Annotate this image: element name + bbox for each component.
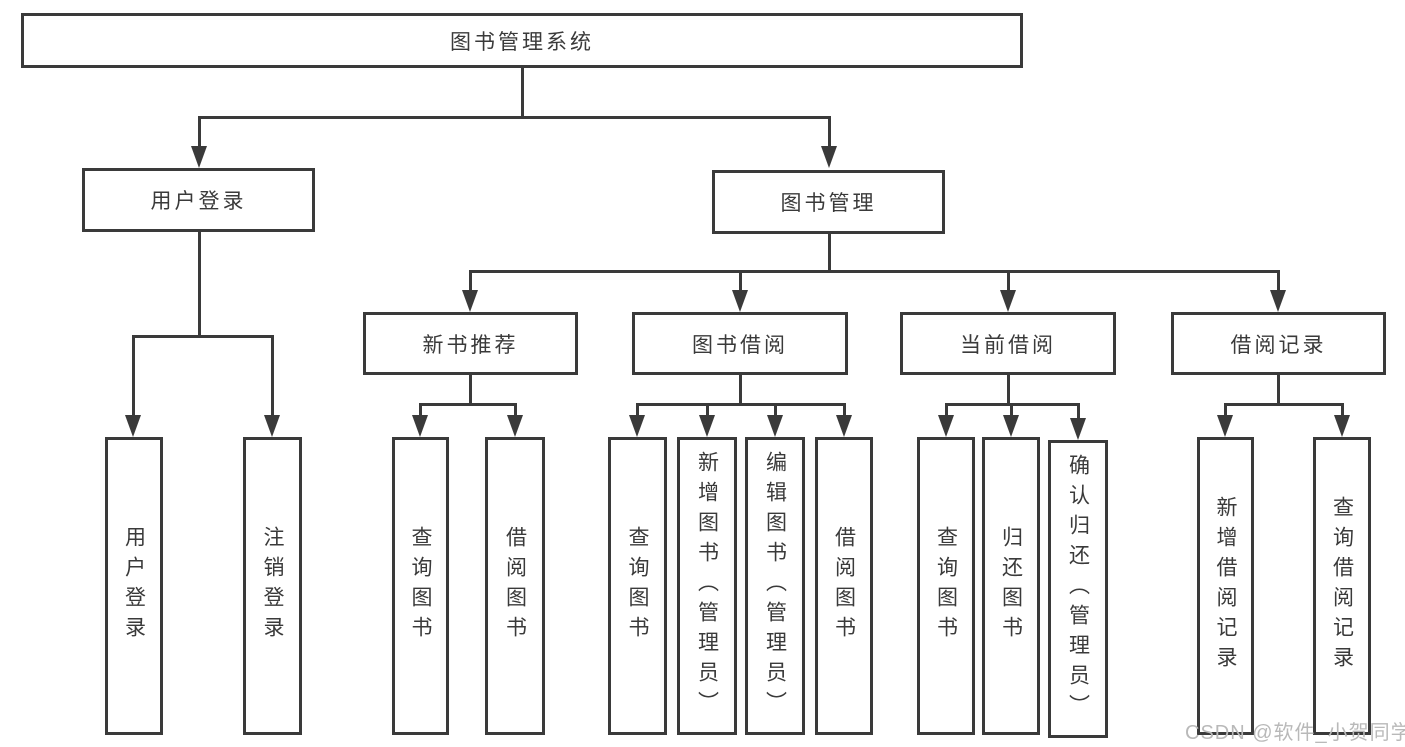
connector-line [1340,403,1344,417]
node-book-management: 图书管理 [712,170,945,234]
node-new-book-recommend-label: 新书推荐 [422,333,519,357]
connector-arrow [1270,290,1286,312]
leaf-edit-books-admin-label: 编辑图书（管理员） [763,451,787,721]
connector-arrow [732,290,748,312]
connector-arrow [412,415,428,437]
connector-line [635,403,846,406]
connector-line [773,403,777,417]
connector-arrow [462,290,478,312]
connector-line [520,66,524,118]
watermark: CSDN @软件_小贺同学 [1185,722,1405,744]
leaf-logout-login-label: 注销登录 [261,526,284,646]
connector-arrow [507,415,523,437]
connector-line [131,335,135,417]
connector-line [1006,270,1010,292]
connector-arrow [821,146,837,168]
leaf-query-books-1-label: 查询图书 [409,526,432,646]
connector-line [418,403,517,406]
node-borrow-records: 借阅记录 [1171,312,1386,375]
connector-line [1076,403,1080,420]
node-root: 图书管理系统 [21,13,1023,68]
leaf-add-books-admin: 新增图书（管理员） [677,437,737,735]
leaf-query-borrow-record-label: 查询借阅记录 [1330,496,1354,676]
connector-line [418,403,422,417]
node-borrow-records-label: 借阅记录 [1230,333,1327,357]
leaf-confirm-return-admin: 确认归还（管理员） [1048,440,1108,738]
leaf-query-books-1: 查询图书 [392,437,449,735]
connector-line [468,270,472,292]
connector-line [738,270,742,292]
connector-arrow [191,146,207,168]
node-book-borrow-label: 图书借阅 [692,333,788,357]
leaf-return-books: 归还图书 [982,437,1040,735]
connector-line [131,335,274,338]
leaf-borrow-books-1-label: 借阅图书 [503,526,527,646]
leaf-query-books-3: 查询图书 [917,437,975,735]
leaf-add-borrow-record: 新增借阅记录 [1197,437,1254,735]
leaf-borrow-books-2-label: 借阅图书 [832,526,856,646]
connector-arrow [1000,290,1016,312]
connector-line [468,373,472,406]
node-current-borrow: 当前借阅 [900,312,1116,375]
connector-line [842,403,846,417]
connector-arrow [264,415,280,437]
node-user-login: 用户登录 [82,168,315,232]
leaf-user-login: 用户登录 [105,437,163,735]
connector-line [1276,373,1280,406]
leaf-query-books-2-label: 查询图书 [626,526,649,646]
connector-line [197,116,831,119]
connector-arrow [836,415,852,437]
node-book-management-label: 图书管理 [780,192,877,215]
connector-line [738,373,742,406]
connector-arrow [699,415,715,437]
leaf-query-books-2: 查询图书 [608,437,667,735]
connector-arrow [629,415,645,437]
leaf-user-login-label: 用户登录 [122,526,146,646]
leaf-borrow-books-2: 借阅图书 [815,437,873,735]
leaf-borrow-books-1: 借阅图书 [485,437,545,735]
connector-line [1276,270,1280,292]
connector-line [197,116,201,148]
connector-line [1006,373,1010,406]
node-root-label: 图书管理系统 [450,30,594,54]
connector-line [705,403,709,417]
connector-line [827,232,831,273]
node-user-login-label: 用户登录 [150,190,247,213]
leaf-add-books-admin-label: 新增图书（管理员） [695,451,719,721]
connector-arrow [1334,415,1350,437]
node-new-book-recommend: 新书推荐 [363,312,578,375]
leaf-query-borrow-record: 查询借阅记录 [1313,437,1371,735]
connector-line [944,403,948,417]
connector-arrow [767,415,783,437]
connector-arrow [938,415,954,437]
node-current-borrow-label: 当前借阅 [960,333,1056,357]
connector-arrow [1003,415,1019,437]
connector-line [1223,403,1344,406]
leaf-return-books-label: 归还图书 [999,526,1023,646]
connector-arrow [1217,415,1233,437]
leaf-query-books-3-label: 查询图书 [934,526,958,646]
connector-line [1223,403,1227,417]
leaf-logout-login: 注销登录 [243,437,302,735]
connector-line [827,116,831,148]
node-book-borrow: 图书借阅 [632,312,848,375]
connector-line [1009,403,1013,417]
connector-line [635,403,639,417]
connector-line [197,230,201,337]
connector-line [270,335,274,417]
connector-line [468,270,1280,273]
connector-arrow [125,415,141,437]
connector-arrow [1070,418,1086,440]
connector-line [513,403,517,417]
leaf-confirm-return-admin-label: 确认归还（管理员） [1066,454,1090,724]
leaf-add-borrow-record-label: 新增借阅记录 [1214,496,1237,676]
leaf-edit-books-admin: 编辑图书（管理员） [745,437,805,735]
